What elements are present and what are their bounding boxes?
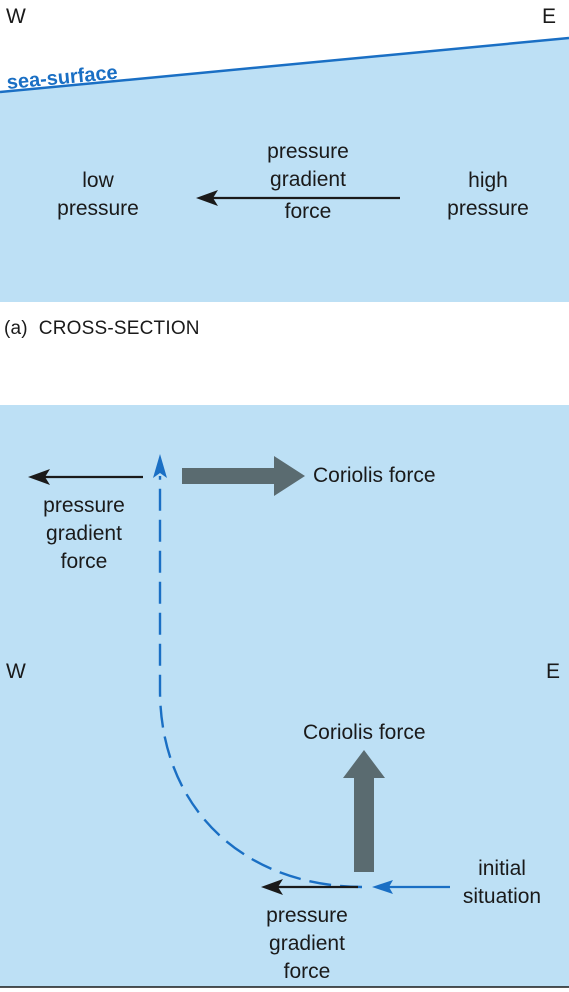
initial-line-1: initial xyxy=(478,857,526,880)
initial-line-2: situation xyxy=(462,885,542,908)
coriolis-force-label-bottom: Coriolis force xyxy=(303,721,426,744)
pressure-gradient-arrow-top xyxy=(28,469,143,485)
coriolis-arrow-bottom xyxy=(343,750,385,872)
initial-flow-arrow xyxy=(372,880,450,894)
pressure-gradient-force-label-a: pressure gradient force xyxy=(248,138,368,226)
high-pressure-line-2: pressure xyxy=(447,197,529,220)
pressure-gradient-arrow-bottom xyxy=(261,879,358,895)
coriolis-arrow-top xyxy=(182,456,305,496)
cross-section-caption: (a) CROSS-SECTION xyxy=(4,318,200,339)
pgf-a-line-3: force xyxy=(284,200,332,223)
pgf-a-line-1: pressure xyxy=(267,140,349,163)
sea-water-plan-view xyxy=(0,405,569,987)
low-pressure-label: low pressure xyxy=(38,167,158,223)
pgf-top-line-2: gradient xyxy=(46,522,122,545)
pgf-top-line-3: force xyxy=(60,550,108,573)
pressure-gradient-force-label-top: pressure gradient force xyxy=(24,492,144,576)
west-label-a: W xyxy=(6,5,26,28)
high-pressure-label: high pressure xyxy=(428,167,548,223)
current-path xyxy=(153,454,363,889)
pressure-gradient-force-label-bottom: pressure gradient force xyxy=(262,902,352,986)
pgf-a-line-2: gradient xyxy=(270,168,346,191)
coriolis-force-label-top: Coriolis force xyxy=(313,464,436,487)
sea-surface-line xyxy=(0,36,569,94)
pgf-bottom-line-2: gradient xyxy=(269,932,345,955)
low-pressure-line-1: low xyxy=(82,169,114,192)
high-pressure-line-1: high xyxy=(468,169,508,192)
pressure-gradient-arrow-a xyxy=(196,190,400,206)
low-pressure-line-2: pressure xyxy=(57,197,139,220)
sea-water-cross-section xyxy=(0,38,569,302)
pgf-bottom-line-3: force xyxy=(283,960,331,983)
east-label-b: E xyxy=(546,660,561,683)
initial-situation-label: initial situation xyxy=(442,855,562,911)
east-label-a: E xyxy=(542,5,557,28)
current-direction-arrowhead xyxy=(153,454,167,478)
pgf-top-line-1: pressure xyxy=(43,494,125,517)
pgf-bottom-line-1: pressure xyxy=(266,904,348,927)
west-label-b: W xyxy=(6,660,26,683)
